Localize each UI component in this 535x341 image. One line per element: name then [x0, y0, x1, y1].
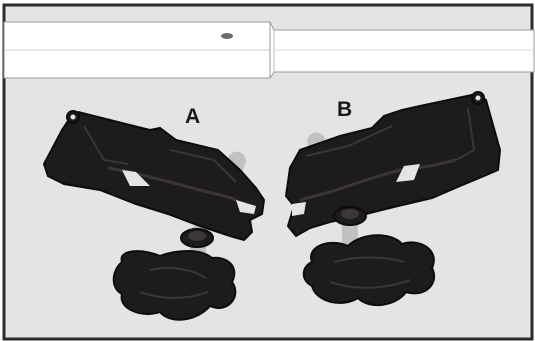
rail	[3, 21, 535, 79]
clamp-b-knob	[302, 234, 435, 307]
clamp-b-body	[284, 92, 502, 238]
clamp-a-knob	[112, 250, 237, 321]
clamp-a-body	[42, 110, 266, 242]
part-label-a: A	[185, 105, 201, 128]
clamp-a	[42, 110, 266, 321]
rail-hole-icon	[221, 33, 233, 39]
part-label-b: B	[337, 98, 353, 121]
clamp-b	[284, 91, 502, 307]
